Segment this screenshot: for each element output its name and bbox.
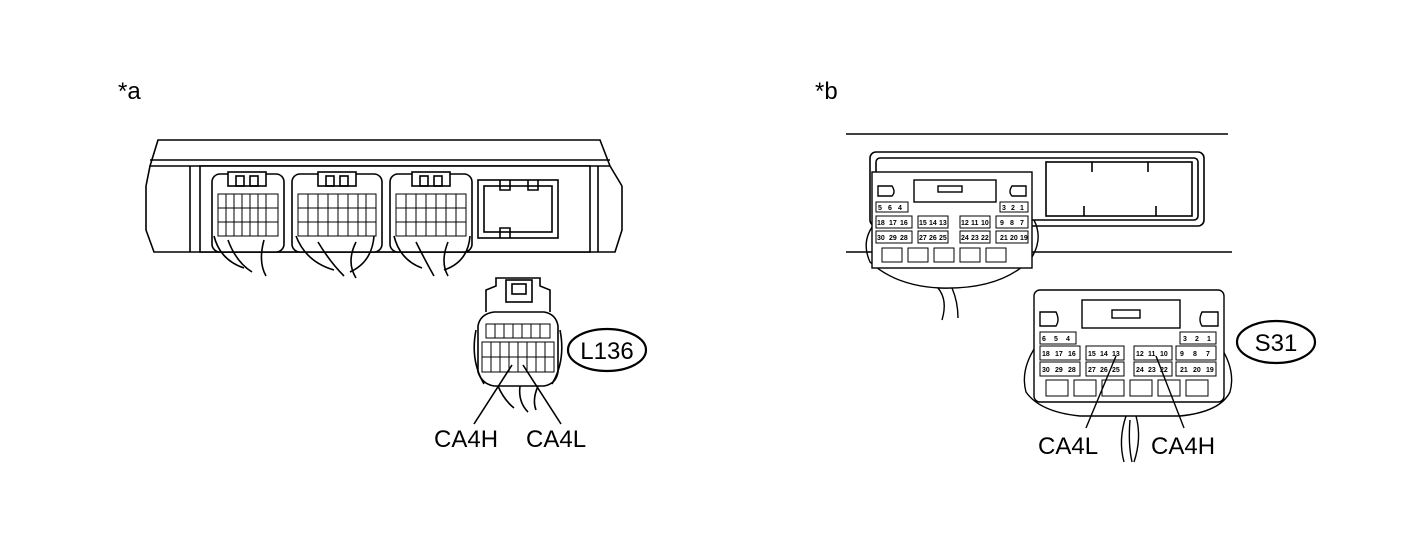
upper-pin-25: 25 — [939, 235, 947, 242]
upper-pin-22: 22 — [981, 235, 989, 242]
upper-pin-23: 23 — [971, 235, 979, 242]
upper-pin-21: 21 — [1000, 235, 1008, 242]
terminal-label-ca4h-a: CA4H — [434, 426, 498, 453]
upper-pin-13: 13 — [939, 220, 947, 227]
s31-code-badge: S31 — [1235, 319, 1317, 365]
upper-pin-24: 24 — [961, 235, 969, 242]
upper-pin-10: 10 — [981, 220, 989, 227]
upper-pin-12: 12 — [961, 220, 969, 227]
s31-pin-8: 8 — [1193, 351, 1197, 358]
ecu-connector-2 — [291, 171, 383, 279]
s31-pin-13: 13 — [1112, 351, 1120, 358]
upper-pin-17: 17 — [889, 220, 897, 227]
l136-code-label: L136 — [580, 338, 633, 365]
s31-pin-16: 16 — [1068, 351, 1076, 358]
upper-pin-5: 5 — [878, 205, 882, 212]
s31-pin-12: 12 — [1136, 351, 1144, 358]
s31-pin-18: 18 — [1042, 351, 1050, 358]
s31-pin-9: 9 — [1180, 351, 1184, 358]
l136-code-badge: L136 — [566, 327, 648, 373]
s31-pin-7: 7 — [1206, 351, 1210, 358]
s31-pin-1: 1 — [1207, 336, 1211, 343]
upper-pin-1: 1 — [1020, 205, 1024, 212]
upper-pin-18: 18 — [877, 220, 885, 227]
upper-pin-14: 14 — [929, 220, 937, 227]
s31-pin-19: 19 — [1206, 367, 1214, 374]
s31-pin-28: 28 — [1068, 367, 1076, 374]
s31-pin-25: 25 — [1112, 367, 1120, 374]
terminal-label-ca4l-a: CA4L — [526, 426, 586, 453]
s31-pin-24: 24 — [1136, 367, 1144, 374]
module-connector-upper — [865, 171, 1039, 321]
s31-pin-15: 15 — [1088, 351, 1096, 358]
s31-pin-22: 22 — [1160, 367, 1168, 374]
s31-pin-21: 21 — [1180, 367, 1188, 374]
upper-pin-7: 7 — [1020, 220, 1024, 227]
upper-pin-8: 8 — [1010, 220, 1014, 227]
s31-pin-23: 23 — [1148, 367, 1156, 374]
upper-pin-4: 4 — [898, 205, 902, 212]
s31-code-label: S31 — [1255, 330, 1298, 357]
upper-pin-15: 15 — [919, 220, 927, 227]
s31-pin-29: 29 — [1055, 367, 1063, 374]
l136-connector — [473, 277, 563, 425]
upper-pin-20: 20 — [1010, 235, 1018, 242]
panel-a: *a — [118, 78, 648, 453]
ecu-connector-3 — [389, 171, 473, 277]
terminal-label-ca4h-b: CA4H — [1151, 433, 1215, 460]
upper-pin-11: 11 — [971, 220, 979, 227]
s31-pin-20: 20 — [1193, 367, 1201, 374]
s31-pin-4: 4 — [1066, 336, 1070, 343]
panel-b-marker: *b — [815, 78, 838, 105]
upper-pin-6: 6 — [888, 205, 892, 212]
upper-pin-28: 28 — [900, 235, 908, 242]
upper-pin-9: 9 — [1000, 220, 1004, 227]
upper-pin-26: 26 — [929, 235, 937, 242]
s31-pin-3: 3 — [1183, 336, 1187, 343]
upper-pin-2: 2 — [1011, 205, 1015, 212]
panel-b: *b — [815, 78, 1317, 463]
s31-pin-11: 11 — [1148, 351, 1156, 358]
upper-pin-labels: 5 6 4 3 2 1 18 17 16 15 14 13 12 11 10 9… — [877, 205, 1028, 242]
terminal-label-ca4l-b: CA4L — [1038, 433, 1098, 460]
s31-pin-27: 27 — [1088, 367, 1096, 374]
ecu-connector-1 — [211, 171, 285, 277]
s31-connector — [1023, 289, 1233, 463]
upper-pin-27: 27 — [919, 235, 927, 242]
s31-pin-30: 30 — [1042, 367, 1050, 374]
s31-pin-labels: 6 5 4 3 2 1 18 17 16 15 14 13 12 11 10 9… — [1042, 336, 1214, 374]
upper-pin-30: 30 — [877, 235, 885, 242]
panel-a-marker: *a — [118, 78, 141, 105]
s31-pin-5: 5 — [1054, 336, 1058, 343]
s31-pin-14: 14 — [1100, 351, 1108, 358]
s31-pin-17: 17 — [1055, 351, 1063, 358]
upper-pin-19: 19 — [1020, 235, 1028, 242]
s31-pin-26: 26 — [1100, 367, 1108, 374]
ecu-empty-socket — [477, 179, 559, 239]
upper-pin-16: 16 — [900, 220, 908, 227]
s31-pin-6: 6 — [1042, 336, 1046, 343]
s31-pin-2: 2 — [1195, 336, 1199, 343]
upper-pin-3: 3 — [1002, 205, 1006, 212]
s31-pin-10: 10 — [1160, 351, 1168, 358]
upper-pin-29: 29 — [889, 235, 897, 242]
